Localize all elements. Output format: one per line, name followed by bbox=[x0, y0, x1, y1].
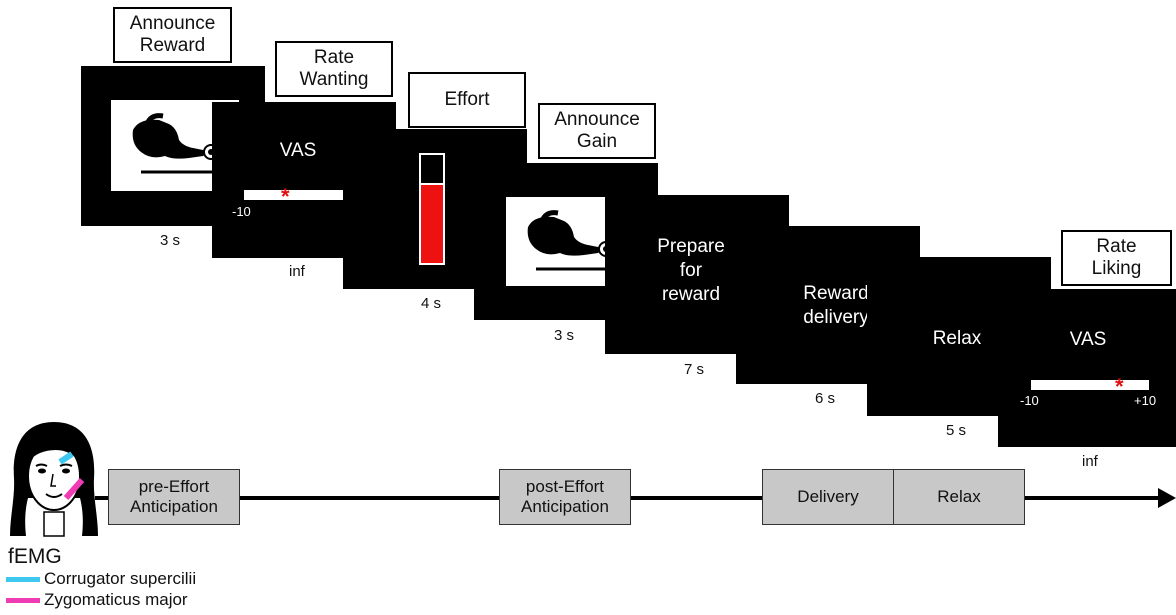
legend-title: fEMG bbox=[8, 545, 62, 568]
phase-post-effort: post-Effort Anticipation bbox=[499, 469, 631, 525]
rate-liking-vas-marker: * bbox=[1115, 374, 1124, 399]
rate-liking-screen: VAS * -10 +10 bbox=[998, 289, 1176, 447]
corrugator-electrode bbox=[58, 451, 74, 465]
legend-item-zygomaticus: Zygomaticus major bbox=[6, 590, 188, 610]
legend-label-zygomaticus: Zygomaticus major bbox=[44, 590, 188, 609]
rate-liking-vas-bar bbox=[1031, 380, 1149, 390]
rate-liking-duration: inf bbox=[1082, 453, 1098, 470]
announce-gain-label: Announce Gain bbox=[538, 103, 656, 159]
legend-label-corrugator: Corrugator supercilii bbox=[44, 569, 197, 588]
announce-reward-duration: 3 s bbox=[160, 232, 181, 249]
rate-wanting-vas-min: -10 bbox=[232, 204, 251, 219]
reward-delivery-duration: 6 s bbox=[815, 390, 836, 407]
rate-wanting-vas-marker: * bbox=[281, 184, 290, 209]
reward-delivery-text: Reward delivery bbox=[803, 283, 869, 328]
legend-swatch-corrugator bbox=[6, 576, 40, 582]
effort-gauge-fill bbox=[421, 183, 443, 263]
announce-gain-duration: 3 s bbox=[554, 327, 575, 344]
effort-gauge bbox=[419, 153, 445, 265]
legend-swatch-zygomaticus bbox=[6, 597, 40, 603]
effort-label: Effort bbox=[408, 72, 526, 128]
phase-pre-effort: pre-Effort Anticipation bbox=[108, 469, 240, 525]
rate-liking-label: Rate Liking bbox=[1061, 230, 1172, 286]
phase-delivery: Delivery bbox=[762, 469, 894, 525]
rate-wanting-vas-text: VAS bbox=[279, 140, 317, 161]
prepare-duration: 7 s bbox=[684, 361, 705, 378]
phase-relax: Relax bbox=[893, 469, 1025, 525]
rate-liking-vas-min: -10 bbox=[1020, 393, 1039, 408]
effort-duration: 4 s bbox=[421, 295, 442, 312]
face-illustration bbox=[10, 422, 98, 537]
rate-liking-vas-max: +10 bbox=[1134, 393, 1157, 408]
relax-duration: 5 s bbox=[946, 422, 967, 439]
rate-liking-vas-text: VAS bbox=[1069, 329, 1107, 350]
rate-wanting-duration: inf bbox=[289, 263, 305, 280]
legend-item-corrugator: Corrugator supercilii bbox=[6, 569, 196, 589]
relax-text: Relax bbox=[932, 328, 982, 349]
announce-reward-label: Announce Reward bbox=[113, 7, 232, 63]
rate-wanting-vas-bar bbox=[244, 190, 396, 200]
prepare-text: Prepare for reward bbox=[657, 236, 725, 305]
zygomaticus-electrode bbox=[63, 478, 85, 500]
rate-wanting-label: Rate Wanting bbox=[275, 41, 393, 97]
